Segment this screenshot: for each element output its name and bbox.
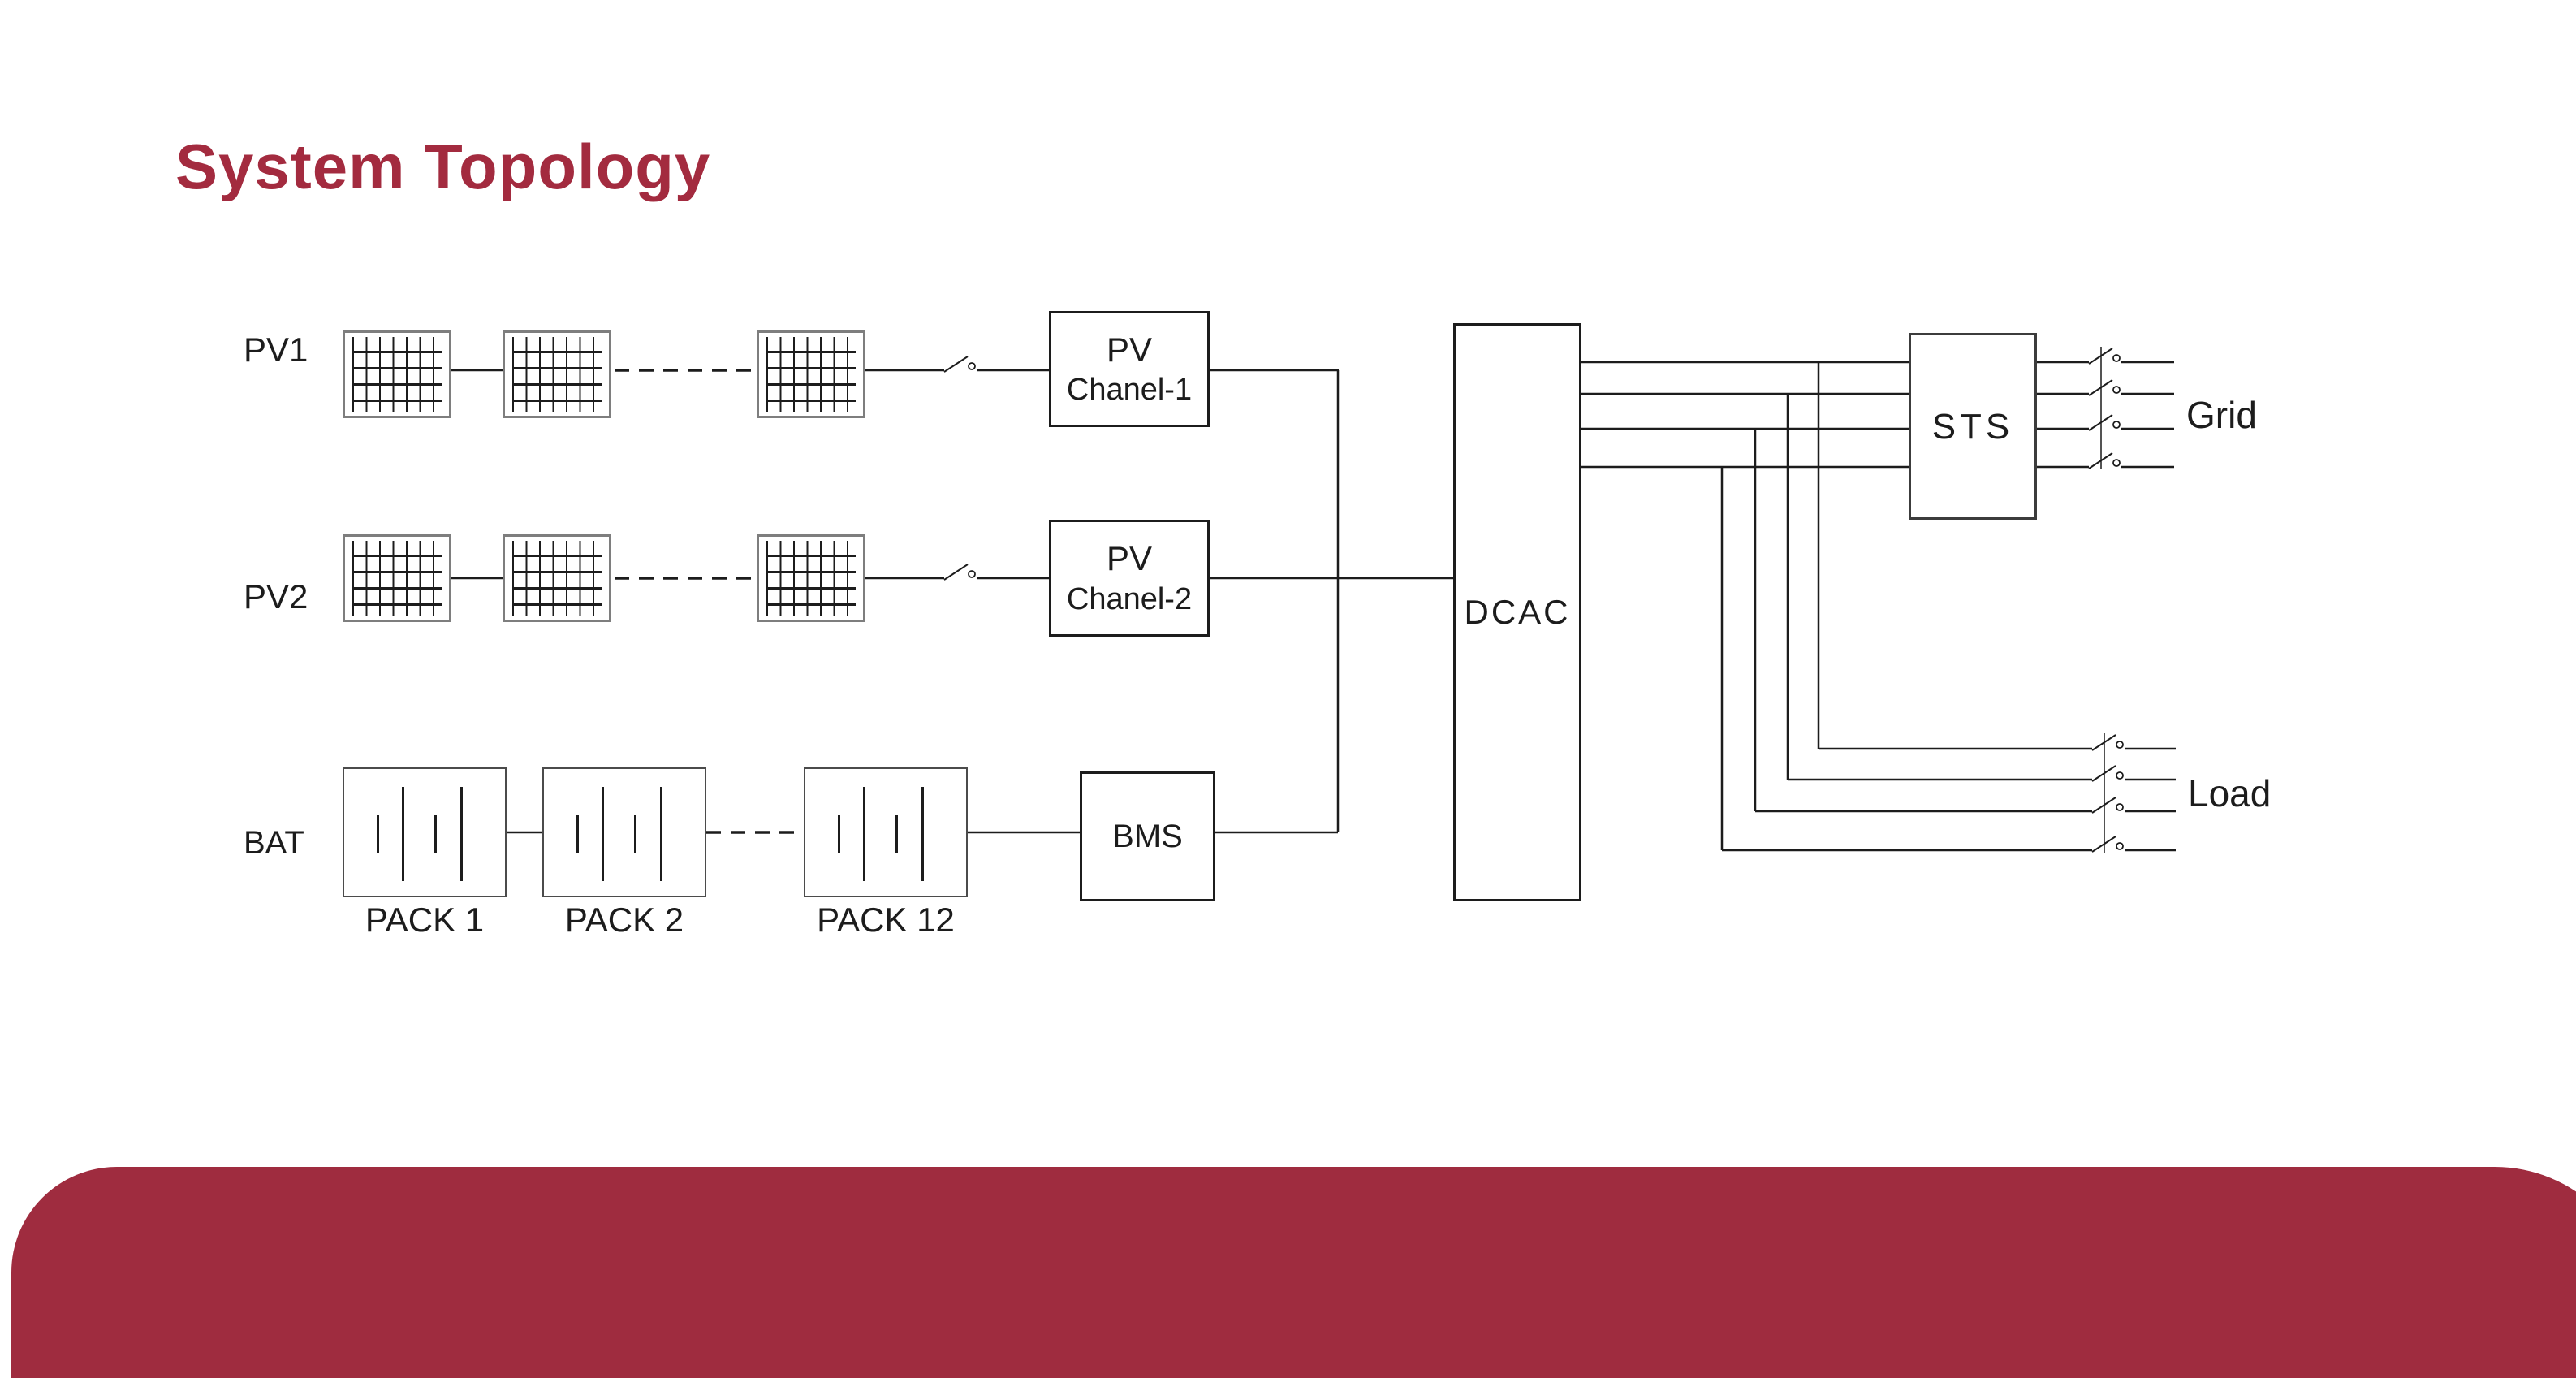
battery-cell-line xyxy=(838,815,840,853)
load-label: Load xyxy=(2188,772,2272,814)
pack-label: PACK 12 xyxy=(817,901,955,939)
pv2-string-label: PV2 xyxy=(244,577,309,616)
dcac-to-sts-wires xyxy=(1581,361,1909,469)
battery-cell-line xyxy=(576,815,579,853)
battery-cell-line xyxy=(434,815,437,853)
pack-label: PACK 1 xyxy=(365,901,485,939)
dcac-label: DCAC xyxy=(1464,592,1571,631)
battery-cell-line xyxy=(895,815,898,853)
bms-label: BMS xyxy=(1112,819,1183,854)
load-branch-wires xyxy=(1720,362,2092,852)
pv-module-icon xyxy=(343,330,451,418)
battery-pack-icon xyxy=(542,767,706,897)
pv-cell-grid xyxy=(766,337,856,412)
battery-cell-line xyxy=(460,787,463,881)
battery-cell-line xyxy=(921,787,924,881)
pv-cell-grid xyxy=(512,541,602,616)
pv-module-icon xyxy=(503,534,611,622)
pv-channel-1-line1: PV xyxy=(1106,330,1153,369)
bat-string-label: BAT xyxy=(244,825,304,861)
battery-cell-line xyxy=(634,815,636,853)
battery-cell-line xyxy=(377,815,379,853)
pv-cell-grid xyxy=(352,541,442,616)
pv-cell-grid xyxy=(512,337,602,412)
page-title: System Topology xyxy=(175,131,711,202)
pack-label: PACK 2 xyxy=(564,901,684,939)
pv-module-icon xyxy=(503,330,611,418)
grid-label: Grid xyxy=(2186,394,2257,436)
battery-pack-icon xyxy=(804,767,968,897)
pv-module-icon xyxy=(757,330,865,418)
dcac-box: DCAC xyxy=(1453,323,1581,901)
battery-cell-line xyxy=(660,787,662,881)
pv-cell-grid xyxy=(766,541,856,616)
pv1-string-label: PV1 xyxy=(244,330,309,369)
slide: System Topology xyxy=(11,131,2576,1378)
wiring-layer xyxy=(451,347,2176,853)
pv-channel-1-line2: Chanel-1 xyxy=(1066,373,1193,407)
pv-channel-2-line2: Chanel-2 xyxy=(1066,581,1193,616)
pv2-disconnect-switch-icon xyxy=(943,564,1049,581)
battery-cell-line xyxy=(863,787,865,881)
load-disconnect-switch-icon xyxy=(2091,733,2176,853)
pv-channel-2-box: PV Chanel-2 xyxy=(1049,520,1210,637)
sts-box: STS xyxy=(1909,333,2037,520)
pv-cell-grid xyxy=(352,337,442,412)
battery-cell-line xyxy=(402,787,404,881)
pv1-disconnect-switch-icon xyxy=(943,356,1049,373)
sts-to-grid-wires xyxy=(2037,361,2089,469)
sts-label: STS xyxy=(1931,406,2014,447)
bms-box: BMS xyxy=(1080,771,1215,901)
pv-channel-2-line1: PV xyxy=(1106,539,1153,577)
footer-band xyxy=(11,1167,2576,1378)
battery-pack-icon xyxy=(343,767,507,897)
pv-module-icon xyxy=(343,534,451,622)
grid-disconnect-switch-icon xyxy=(2088,347,2174,469)
pv-module-icon xyxy=(757,534,865,622)
battery-cell-line xyxy=(602,787,604,881)
pv-channel-1-box: PV Chanel-1 xyxy=(1049,311,1210,427)
